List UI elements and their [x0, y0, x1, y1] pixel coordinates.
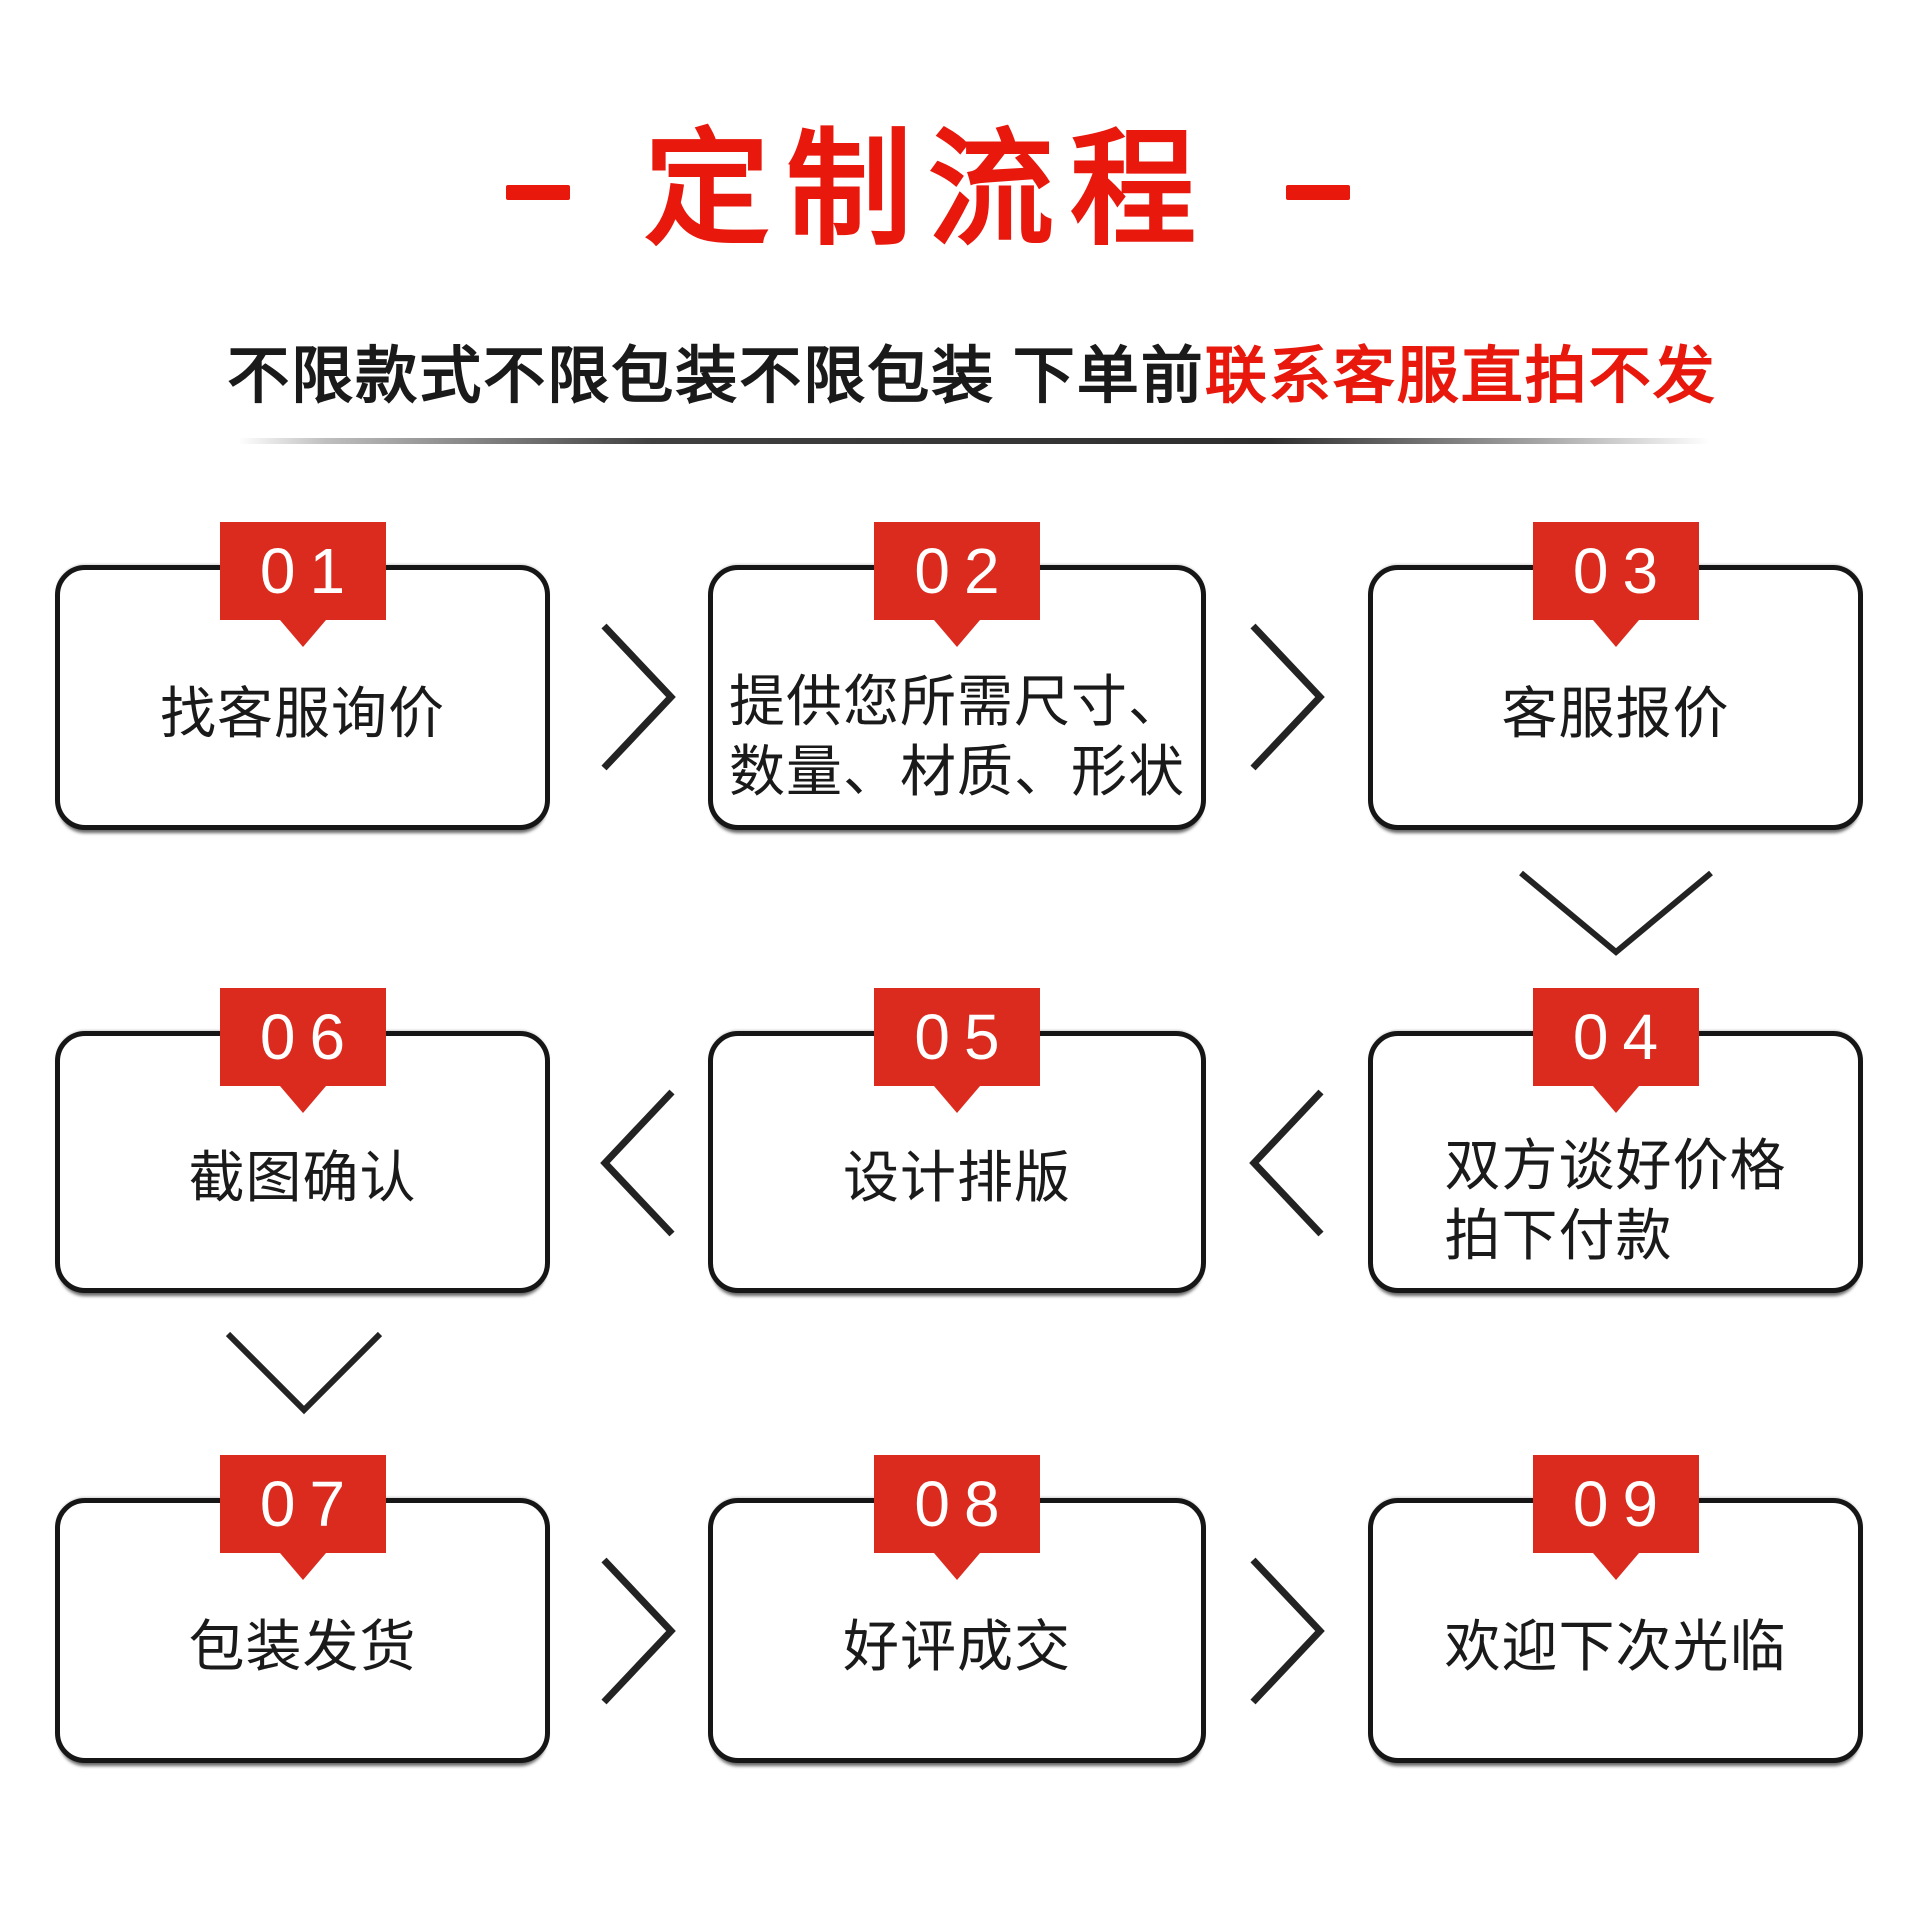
step-badge-09: 09: [1532, 1455, 1699, 1553]
step-label: 截图确认: [188, 1146, 417, 1209]
step-number: 02: [914, 535, 1014, 607]
divider-shadow-line: [238, 438, 1710, 444]
chevron-right-icon: [1247, 622, 1327, 772]
step-card-06: 06 截图确认: [55, 988, 550, 1293]
chevron-right-icon: [598, 1556, 678, 1706]
subtitle-black-text: 不限款式不限包装不限包装 下单前: [227, 343, 1205, 411]
step-card-02: 02 提供您所需尺寸、 数量、材质、形状: [708, 522, 1206, 830]
title-text: 定制流程: [644, 122, 1212, 261]
step-badge-04: 04: [1532, 988, 1699, 1086]
title-dash-right-icon: [1286, 184, 1350, 200]
chevron-left-icon: [598, 1088, 678, 1238]
step-label: 好评成交: [843, 1614, 1071, 1678]
step-card-07: 07 包装发货: [55, 1455, 550, 1763]
step-label: 客服报价: [1501, 681, 1730, 745]
step-card-04: 04 双方谈好价格 拍下付款: [1368, 988, 1863, 1293]
step-label-line1: 提供您所需尺寸、: [729, 669, 1185, 733]
chevron-right-icon: [1247, 1556, 1327, 1706]
step-label: 找客服询价: [160, 681, 445, 745]
chevron-right-icon: [598, 622, 678, 772]
step-badge-05: 05: [874, 988, 1040, 1086]
step-card-01: 01 找客服询价: [55, 522, 550, 830]
step-card-03: 03 客服报价: [1368, 522, 1863, 830]
step-number: 08: [914, 1468, 1014, 1540]
step-number: 09: [1572, 1468, 1673, 1540]
step-card-08: 08 好评成交: [708, 1455, 1206, 1763]
step-badge-03: 03: [1532, 522, 1699, 620]
chevron-down-icon: [1516, 868, 1716, 960]
title-dash-left-icon: [506, 184, 570, 200]
step-badge-02: 02: [874, 522, 1040, 620]
step-card-09: 09 欢迎下次光临: [1368, 1455, 1863, 1763]
chevron-left-icon: [1247, 1088, 1327, 1238]
step-number: 04: [1572, 1001, 1673, 1073]
step-number: 07: [259, 1468, 360, 1540]
step-number: 06: [259, 1001, 360, 1073]
step-number: 01: [259, 535, 360, 607]
step-label-line2: 拍下付款: [1444, 1204, 1673, 1267]
subtitle: 不限款式不限包装不限包装 下单前联系客服直拍不发: [12, 342, 1920, 412]
step-badge-08: 08: [874, 1455, 1040, 1553]
step-label: 包装发货: [188, 1614, 417, 1678]
step-badge-06: 06: [219, 988, 386, 1086]
step-number: 03: [1572, 535, 1673, 607]
step-badge-01: 01: [219, 522, 386, 620]
subtitle-red-text: 联系客服直拍不发: [1204, 343, 1717, 411]
step-label-line1: 双方谈好价格: [1444, 1134, 1787, 1197]
step-badge-07: 07: [219, 1455, 386, 1553]
step-label: 设计排版: [843, 1146, 1071, 1209]
chevron-down-icon: [224, 1330, 384, 1418]
step-label: 欢迎下次光临: [1444, 1614, 1787, 1678]
step-card-05: 05 设计排版: [708, 988, 1206, 1293]
step-label-line2: 数量、材质、形状: [729, 739, 1185, 803]
page-title: 定制流程: [0, 122, 1856, 262]
step-number: 05: [914, 1001, 1014, 1073]
